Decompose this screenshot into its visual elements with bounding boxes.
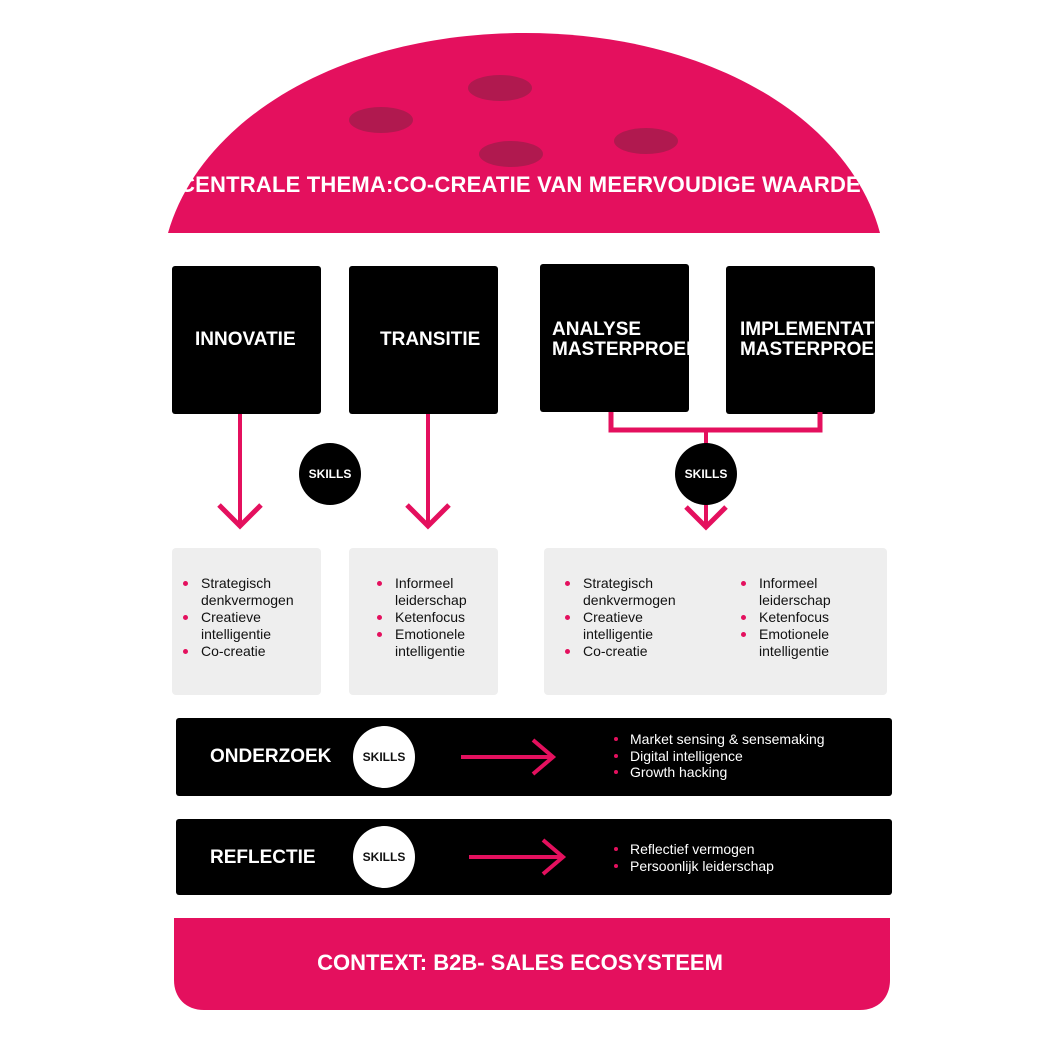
central-theme-title: CENTRALE THEMA:CO-CREATIE VAN MEERVOUDIG…: [179, 172, 861, 197]
list-item: Ketenfocus: [738, 609, 858, 626]
bun-spot: [349, 107, 413, 133]
box-analyse-title: ANALYSE MASTERPROEF: [552, 320, 698, 360]
skills-label-reflectie: SKILLS: [362, 850, 406, 864]
skills-circle-2: [675, 443, 737, 505]
list-item: Reflectief vermogen: [612, 841, 882, 858]
list-item: Informeel leiderschap: [374, 575, 492, 609]
list-item: Creatieve intelligentie: [562, 609, 712, 643]
bun-spot: [479, 141, 543, 167]
list-item: Strategisch denkvermogen: [562, 575, 712, 609]
box-implementatie-title: IMPLEMENTATIE MASTERPROEF: [740, 320, 892, 360]
panel-left-list: Strategisch denkvermogen Creatieve intel…: [180, 575, 315, 660]
panel-right-list-a: Strategisch denkvermogen Creatieve intel…: [562, 575, 712, 660]
arrow-onderzoek-head: [531, 738, 557, 776]
skills-label-1: SKILLS: [308, 467, 352, 481]
top-bun: [168, 33, 880, 233]
box-title-line: INNOVATIE: [195, 329, 296, 350]
list-item: Emotionele intelligentie: [738, 626, 858, 660]
context-title: CONTEXT: B2B- SALES ECOSYSTEEM: [317, 950, 723, 975]
reflectie-list: Reflectief vermogen Persoonlijk leidersc…: [612, 841, 882, 874]
box-innovatie: [172, 266, 321, 414]
bottom-bun: [174, 918, 890, 1010]
list-item: Co-creatie: [562, 643, 712, 660]
box-transitie-title: TRANSITIE: [380, 330, 480, 350]
list-item: Ketenfocus: [374, 609, 492, 626]
arrow-transitie-head: [405, 503, 451, 530]
skills-circle-1: [299, 443, 361, 505]
box-title-line: ANALYSE: [552, 319, 642, 340]
panel-right: [544, 548, 887, 695]
box-title-line: IMPLEMENTATIE: [740, 319, 893, 340]
box-transitie: [349, 266, 498, 414]
panel-left: [172, 548, 321, 695]
skills-label-onderzoek: SKILLS: [362, 750, 406, 764]
bun-spot: [468, 75, 532, 101]
box-analyse-masterproef: [540, 264, 689, 412]
box-title-line: MASTERPROEF: [740, 339, 886, 360]
skills-label-2: SKILLS: [684, 467, 728, 481]
list-item: Market sensing & sensemaking: [612, 731, 882, 748]
arrow-masterproef-head: [684, 505, 728, 531]
band-onderzoek-title: ONDERZOEK: [210, 746, 332, 767]
list-item: Persoonlijk leiderschap: [612, 858, 882, 875]
masterproef-bracket: [608, 412, 823, 433]
list-item: Growth hacking: [612, 764, 882, 781]
bun-spot: [614, 128, 678, 154]
arrow-innovatie-head: [217, 503, 263, 530]
panel-right-list-b: Informeel leiderschap Ketenfocus Emotion…: [738, 575, 858, 660]
skills-circle-onderzoek: [353, 726, 415, 788]
box-implementatie-masterproef: [726, 266, 875, 414]
list-item: Strategisch denkvermogen: [180, 575, 315, 609]
box-title-line: TRANSITIE: [380, 329, 481, 350]
list-item: Informeel leiderschap: [738, 575, 858, 609]
onderzoek-list: Market sensing & sensemaking Digital int…: [612, 731, 882, 781]
list-item: Co-creatie: [180, 643, 315, 660]
band-reflectie-title: REFLECTIE: [210, 847, 316, 868]
arrow-reflectie-head: [541, 838, 567, 876]
box-title-line: MASTERPROEF: [552, 339, 698, 360]
list-item: Emotionele intelligentie: [374, 626, 492, 660]
skills-circle-reflectie: [353, 826, 415, 888]
list-item: Creatieve intelligentie: [180, 609, 315, 643]
list-item: Digital intelligence: [612, 748, 882, 765]
panel-mid: [349, 548, 498, 695]
box-innovatie-title: INNOVATIE: [195, 330, 296, 350]
panel-mid-list: Informeel leiderschap Ketenfocus Emotion…: [374, 575, 492, 660]
